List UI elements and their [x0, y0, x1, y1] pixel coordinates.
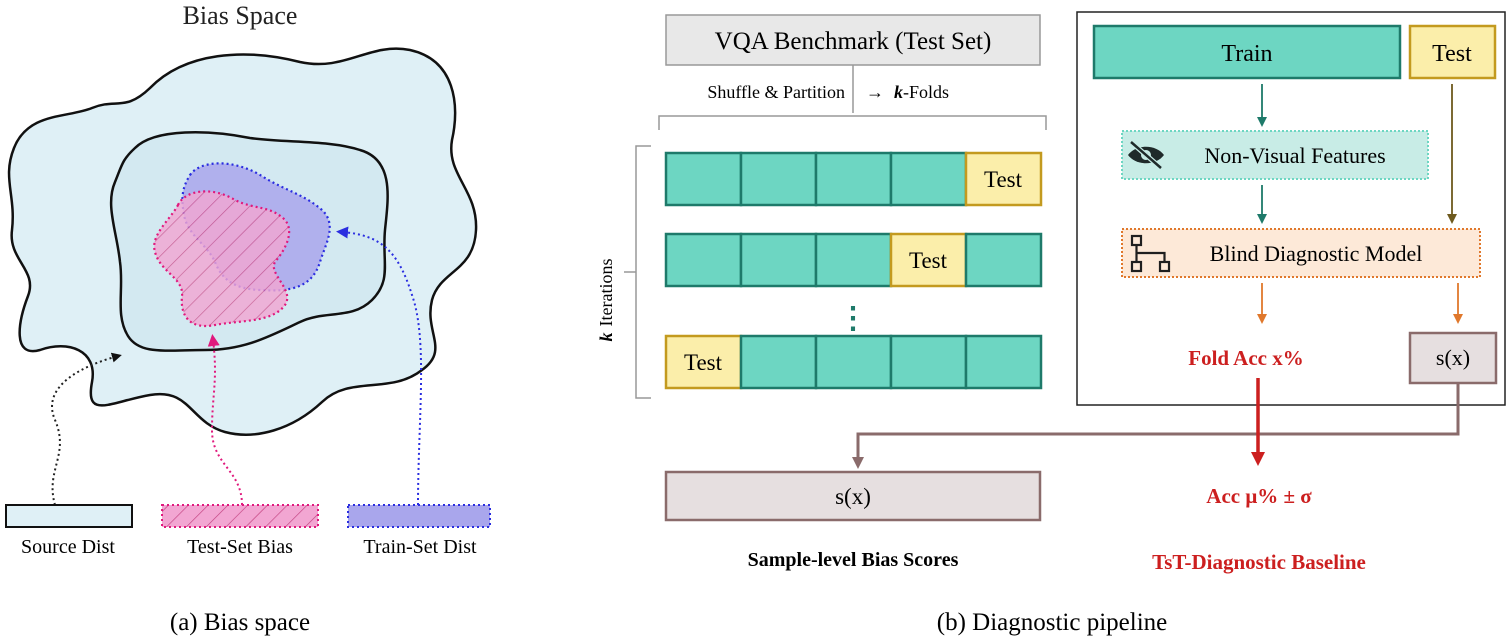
- bias-space-title: Bias Space: [183, 1, 298, 30]
- legend-train-dist-swatch: [347, 504, 491, 528]
- test-set-bias-region: [153, 190, 291, 328]
- ellipsis-dots: ⋮: [838, 302, 868, 335]
- legend-train-dist-label: Train-Set Dist: [363, 536, 477, 558]
- scores-label: Sample-level Bias Scores: [748, 549, 959, 571]
- shuffle-label: Shuffle & Partition: [707, 82, 845, 102]
- fold-segment: [739, 232, 818, 288]
- pipeline-test-box: [1408, 24, 1497, 80]
- fold-row-1: Test: [664, 151, 1043, 207]
- train-box: [1092, 24, 1402, 80]
- fold-row-2: Test: [664, 232, 1043, 288]
- sx-box: [1408, 331, 1498, 385]
- eye-slash-icon: [1128, 140, 1164, 170]
- source-arrow: [51, 352, 122, 506]
- sx-to-scores-arrow: [852, 383, 1460, 469]
- legend-source-swatch: [5, 504, 133, 528]
- fold-row-3: Test: [664, 334, 1043, 390]
- benchmark-box: [665, 14, 1041, 66]
- sx-label: s(x): [1436, 345, 1470, 370]
- fold-test-label: Test: [984, 167, 1023, 192]
- iterations-label: k Iterations: [596, 259, 616, 342]
- fold-test-segment: [964, 151, 1043, 207]
- fold-segment: [739, 334, 818, 390]
- hierarchy-icon: [1130, 234, 1171, 273]
- folds-label: → k-Folds: [866, 82, 949, 102]
- train-dist-arrow: [336, 226, 423, 506]
- legend-test-bias-swatch: [161, 504, 319, 528]
- blind-model-box: [1121, 228, 1481, 278]
- non-visual-features-label: Non-Visual Features: [1204, 143, 1385, 168]
- baseline-label: TsT-Diagnostic Baseline: [1152, 550, 1366, 574]
- fold-segment: [814, 232, 893, 288]
- fold-segment: [664, 232, 743, 288]
- fold-test-segment: [889, 232, 968, 288]
- fold-segment: [964, 232, 1043, 288]
- benchmark-label: VQA Benchmark (Test Set): [715, 28, 992, 55]
- fold-segment: [814, 334, 893, 390]
- bias-space-panel: Bias Space Source Dist Test-Set Bias Tra…: [5, 1, 491, 636]
- fold-test-label: Test: [684, 350, 723, 375]
- folds-text: -Folds: [903, 82, 949, 102]
- caption-b: (b) Diagnostic pipeline: [937, 609, 1168, 636]
- caption-a: (a) Bias space: [170, 609, 310, 636]
- fold-test-label: Test: [909, 248, 948, 273]
- fold-segment: [889, 334, 968, 390]
- iterations-k: k: [596, 332, 616, 341]
- scores-box: [664, 470, 1042, 522]
- fold-segment: [889, 151, 968, 207]
- blind-model-label: Blind Diagnostic Model: [1210, 241, 1423, 266]
- train-label: Train: [1221, 41, 1272, 67]
- iterations-bracket: [624, 145, 651, 399]
- pipeline-frame: [1076, 11, 1506, 406]
- pipeline-test-label: Test: [1432, 41, 1472, 67]
- iterations-text: Iterations: [596, 259, 616, 327]
- legend-source-label: Source Dist: [21, 536, 115, 558]
- test-bias-arrow: [207, 334, 243, 506]
- non-visual-features-box: [1121, 130, 1429, 180]
- acc-label: Acc μ% ± σ: [1206, 484, 1312, 508]
- fold-segment: [964, 334, 1043, 390]
- folds-bracket: [658, 115, 1047, 130]
- legend-test-bias-label: Test-Set Bias: [187, 536, 293, 558]
- diagnostic-pipeline-panel: VQA Benchmark (Test Set) Shuffle & Parti…: [596, 11, 1506, 636]
- scores-box-label: s(x): [835, 484, 871, 509]
- fold-acc-label: Fold Acc x%: [1188, 346, 1304, 370]
- k-glyph: k: [894, 82, 903, 102]
- fold-segment: [739, 151, 818, 207]
- fold-segment: [664, 151, 743, 207]
- fold-test-segment: [664, 334, 743, 390]
- arrow-glyph: →: [866, 82, 884, 102]
- fold-segment: [814, 151, 893, 207]
